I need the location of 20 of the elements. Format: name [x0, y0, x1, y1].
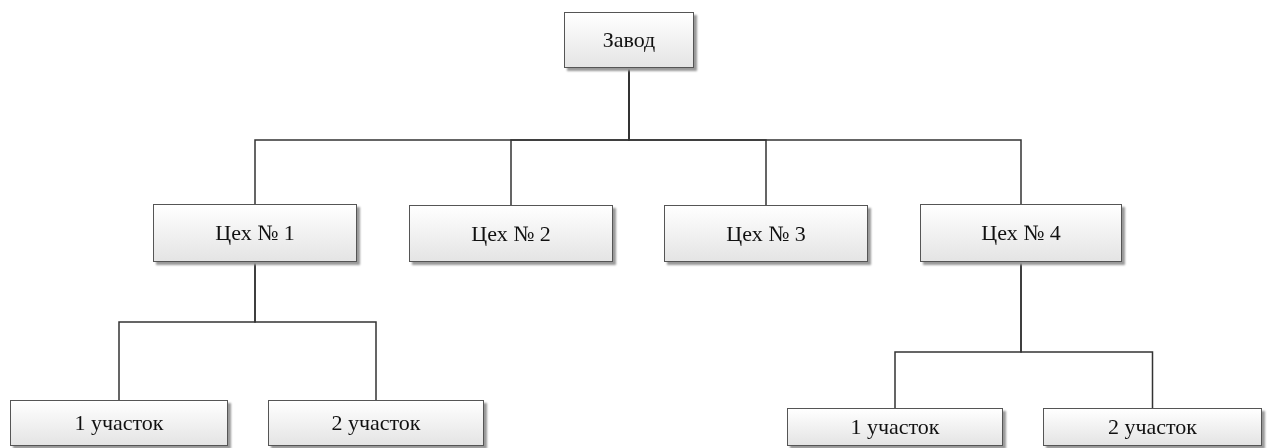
unit-label: Цех № 2: [471, 220, 551, 247]
unit-label: 1 участок: [850, 414, 940, 440]
org-unit-box: [153, 204, 357, 262]
unit-label: 2 участок: [1107, 414, 1198, 440]
org-unit-box: [920, 204, 1122, 262]
unit-label: 1 участок: [74, 410, 164, 436]
org-unit-box: [10, 400, 228, 446]
org-unit-box: [787, 408, 1003, 446]
org-unit-box: [268, 400, 484, 446]
org-unit-box: [409, 205, 613, 262]
connector-line: [1020, 261, 1154, 409]
org-unit-box: [564, 12, 694, 68]
org-unit-box: [664, 205, 868, 262]
connector-line: [254, 261, 377, 401]
unit-label: Цех № 3: [726, 220, 806, 247]
unit-label: Цех № 4: [981, 220, 1061, 246]
org-unit-box: [1043, 408, 1262, 446]
unit-label: 2 участок: [331, 410, 421, 436]
unit-label: Цех № 1: [215, 220, 295, 246]
unit-label: Завод: [602, 27, 656, 53]
